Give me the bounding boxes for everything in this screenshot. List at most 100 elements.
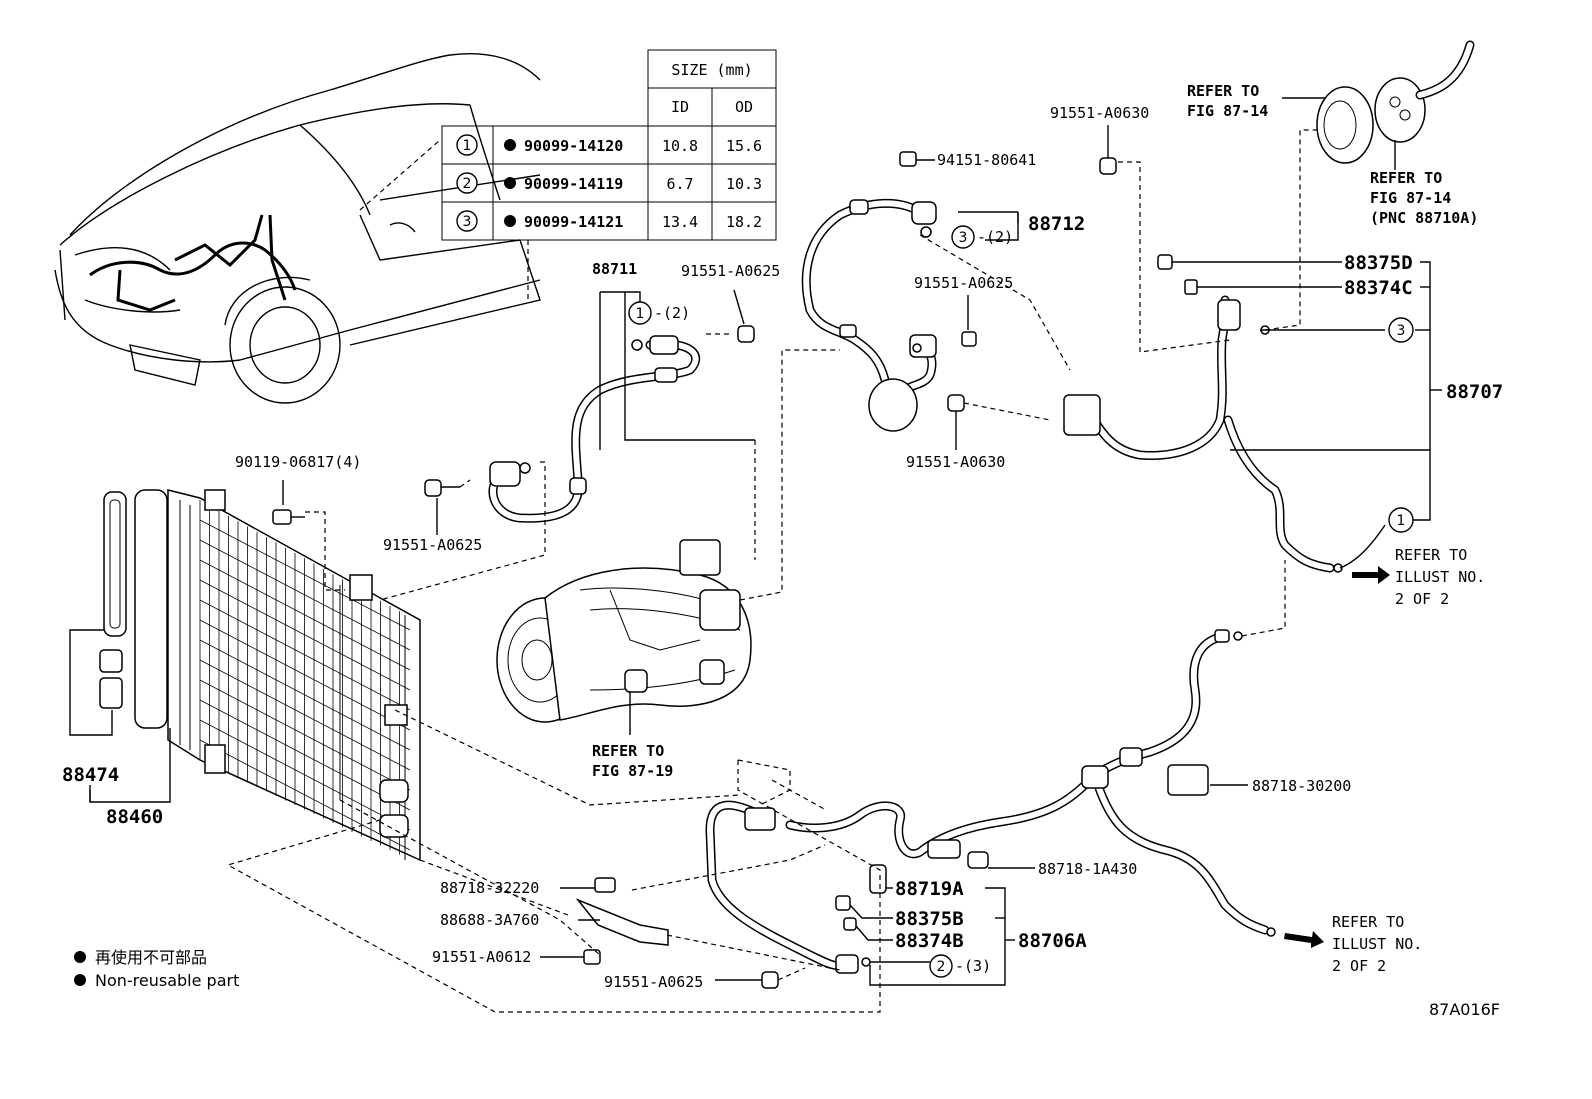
hose-88711 (488, 335, 701, 523)
refer-fig-87-14-pnc: FIG 87-14 (1370, 189, 1451, 207)
valve-core-88374b (843, 917, 857, 931)
table-row-part: 90099-14119 (524, 175, 623, 193)
label-88719a: 88719A (895, 878, 964, 900)
label-88688-3a760: 88688-3A760 (440, 911, 539, 929)
label-91551-a0625: 91551-A0625 (383, 536, 482, 554)
valve-core-88374c (1184, 279, 1198, 295)
refer-fig-87-19: REFER TO (592, 742, 664, 760)
arrow-right-icon (1352, 566, 1390, 584)
size-header: SIZE (mm) (671, 61, 752, 79)
non-reusable-dot-icon (74, 974, 86, 986)
refer-fig-87-19: FIG 87-19 (592, 762, 673, 780)
bolt-91551-a0630-top (1099, 125, 1117, 175)
circle-index: 2 (937, 959, 946, 975)
condenser (99, 489, 421, 862)
od-header: OD (735, 98, 753, 116)
id-header: ID (671, 98, 689, 116)
legend: 再使用不可部品 Non-reusable part (74, 948, 239, 990)
table-row-id: 6.7 (666, 175, 693, 193)
figure-code: 87A016F (1429, 1000, 1500, 1019)
non-reusable-dot-icon (504, 215, 516, 227)
bracket-88718-30200 (1167, 764, 1209, 796)
table-row-part: 90099-14121 (524, 213, 623, 231)
bolt-91551-a0630-mid (947, 394, 965, 450)
table-row-index: 1 (463, 138, 472, 154)
bolt-91551-a0625-b (424, 479, 460, 535)
refer-illust-2-of-2: ILLUST NO. (1395, 568, 1485, 586)
valve-cap-88375b (835, 895, 851, 911)
refer-notes: REFER TO FIG 87-14 REFER TO FIG 87-14 (P… (592, 82, 1485, 975)
non-reusable-dot-icon (504, 139, 516, 151)
circle-index: 3 (1397, 323, 1406, 339)
table-row-od: 18.2 (726, 213, 762, 231)
label-88707: 88707 (1446, 381, 1503, 403)
fitting-87-14 (1316, 40, 1475, 164)
label-91551-a0612: 91551-A0612 (432, 948, 531, 966)
circle-index: 3 (959, 230, 968, 246)
clamp-88718-1a430 (967, 851, 989, 869)
tube-88707 (1063, 295, 1343, 573)
label-88474: 88474 (62, 764, 119, 786)
bolt-91551-a0625 (733, 289, 755, 343)
label-88375b: 88375B (895, 908, 964, 930)
label-88374b: 88374B (895, 930, 964, 952)
refer-illust-2-of-2: ILLUST NO. (1332, 935, 1422, 953)
bolt-91551-a0612 (540, 949, 601, 965)
refer-illust-2-of-2: 2 OF 2 (1332, 957, 1386, 975)
non-reusable-dot-icon (504, 177, 516, 189)
callout-labels: 88711 1 -(2) 91551-A0625 91551-A0625 915… (62, 104, 1503, 991)
pressure-switch-88719a (869, 864, 887, 894)
label-88375d: 88375D (1344, 252, 1413, 274)
label-88712: 88712 (1028, 213, 1085, 235)
car-outline (54, 53, 541, 404)
label-88718-1a430: 88718-1A430 (1038, 860, 1137, 878)
legend-en: Non-reusable part (95, 971, 239, 990)
arrow-right-icon (1284, 931, 1324, 948)
table-row-od: 15.6 (726, 137, 762, 155)
label-91551-a0630: 91551-A0630 (906, 453, 1005, 471)
refer-illust-2-of-2: 2 OF 2 (1395, 590, 1449, 608)
table-row-id: 13.4 (662, 213, 698, 231)
table-row-part: 90099-14120 (524, 137, 623, 155)
circle-index: 1 (1397, 513, 1406, 529)
label-94151-80641: 94151-80641 (937, 151, 1036, 169)
bolt-91551-a0625-c (961, 295, 977, 347)
legend-jp: 再使用不可部品 (95, 948, 207, 967)
compressor (496, 539, 752, 723)
label-91551-a0625: 91551-A0625 (681, 262, 780, 280)
label-90119-06817: 90119-06817(4) (235, 453, 361, 471)
label-88718-32220: 88718-32220 (440, 879, 539, 897)
refer-fig-87-14: REFER TO (1187, 82, 1259, 100)
circle-index: 1 (636, 306, 645, 322)
ring-qty: -(3) (955, 957, 991, 975)
ring-qty: -(2) (654, 304, 690, 322)
label-91551-a0630: 91551-A0630 (1050, 104, 1149, 122)
size-table: SIZE (mm) ID OD 1 90099-14120 10.8 15.6 … (441, 49, 777, 241)
refer-illust-2-of-2: REFER TO (1332, 913, 1404, 931)
label-91551-a0625: 91551-A0625 (604, 973, 703, 991)
table-row-id: 10.8 (662, 137, 698, 155)
table-row-index: 2 (463, 176, 472, 192)
refer-fig-87-14-pnc: (PNC 88710A) (1370, 209, 1478, 227)
refer-illust-2-of-2: REFER TO (1395, 546, 1467, 564)
label-91551-a0625: 91551-A0625 (914, 274, 1013, 292)
table-row-index: 3 (463, 214, 472, 230)
refer-fig-87-14: FIG 87-14 (1187, 102, 1268, 120)
nut-94151 (899, 151, 935, 167)
ring-qty: -(2) (977, 228, 1013, 246)
tube-88706a (705, 629, 1276, 974)
hose-88712 (801, 198, 937, 432)
label-88711: 88711 (592, 260, 637, 278)
bolt-91551-a0625-d (715, 971, 779, 989)
label-88718-30200: 88718-30200 (1252, 777, 1351, 795)
valve-cap-88375d (1157, 254, 1173, 270)
label-88374c: 88374C (1344, 277, 1413, 299)
bracket-88688-3a760 (560, 877, 669, 946)
label-88706a: 88706A (1018, 930, 1087, 952)
table-row-od: 10.3 (726, 175, 762, 193)
label-88460: 88460 (106, 806, 163, 828)
bolt-90119 (272, 480, 305, 525)
non-reusable-dot-icon (74, 951, 86, 963)
